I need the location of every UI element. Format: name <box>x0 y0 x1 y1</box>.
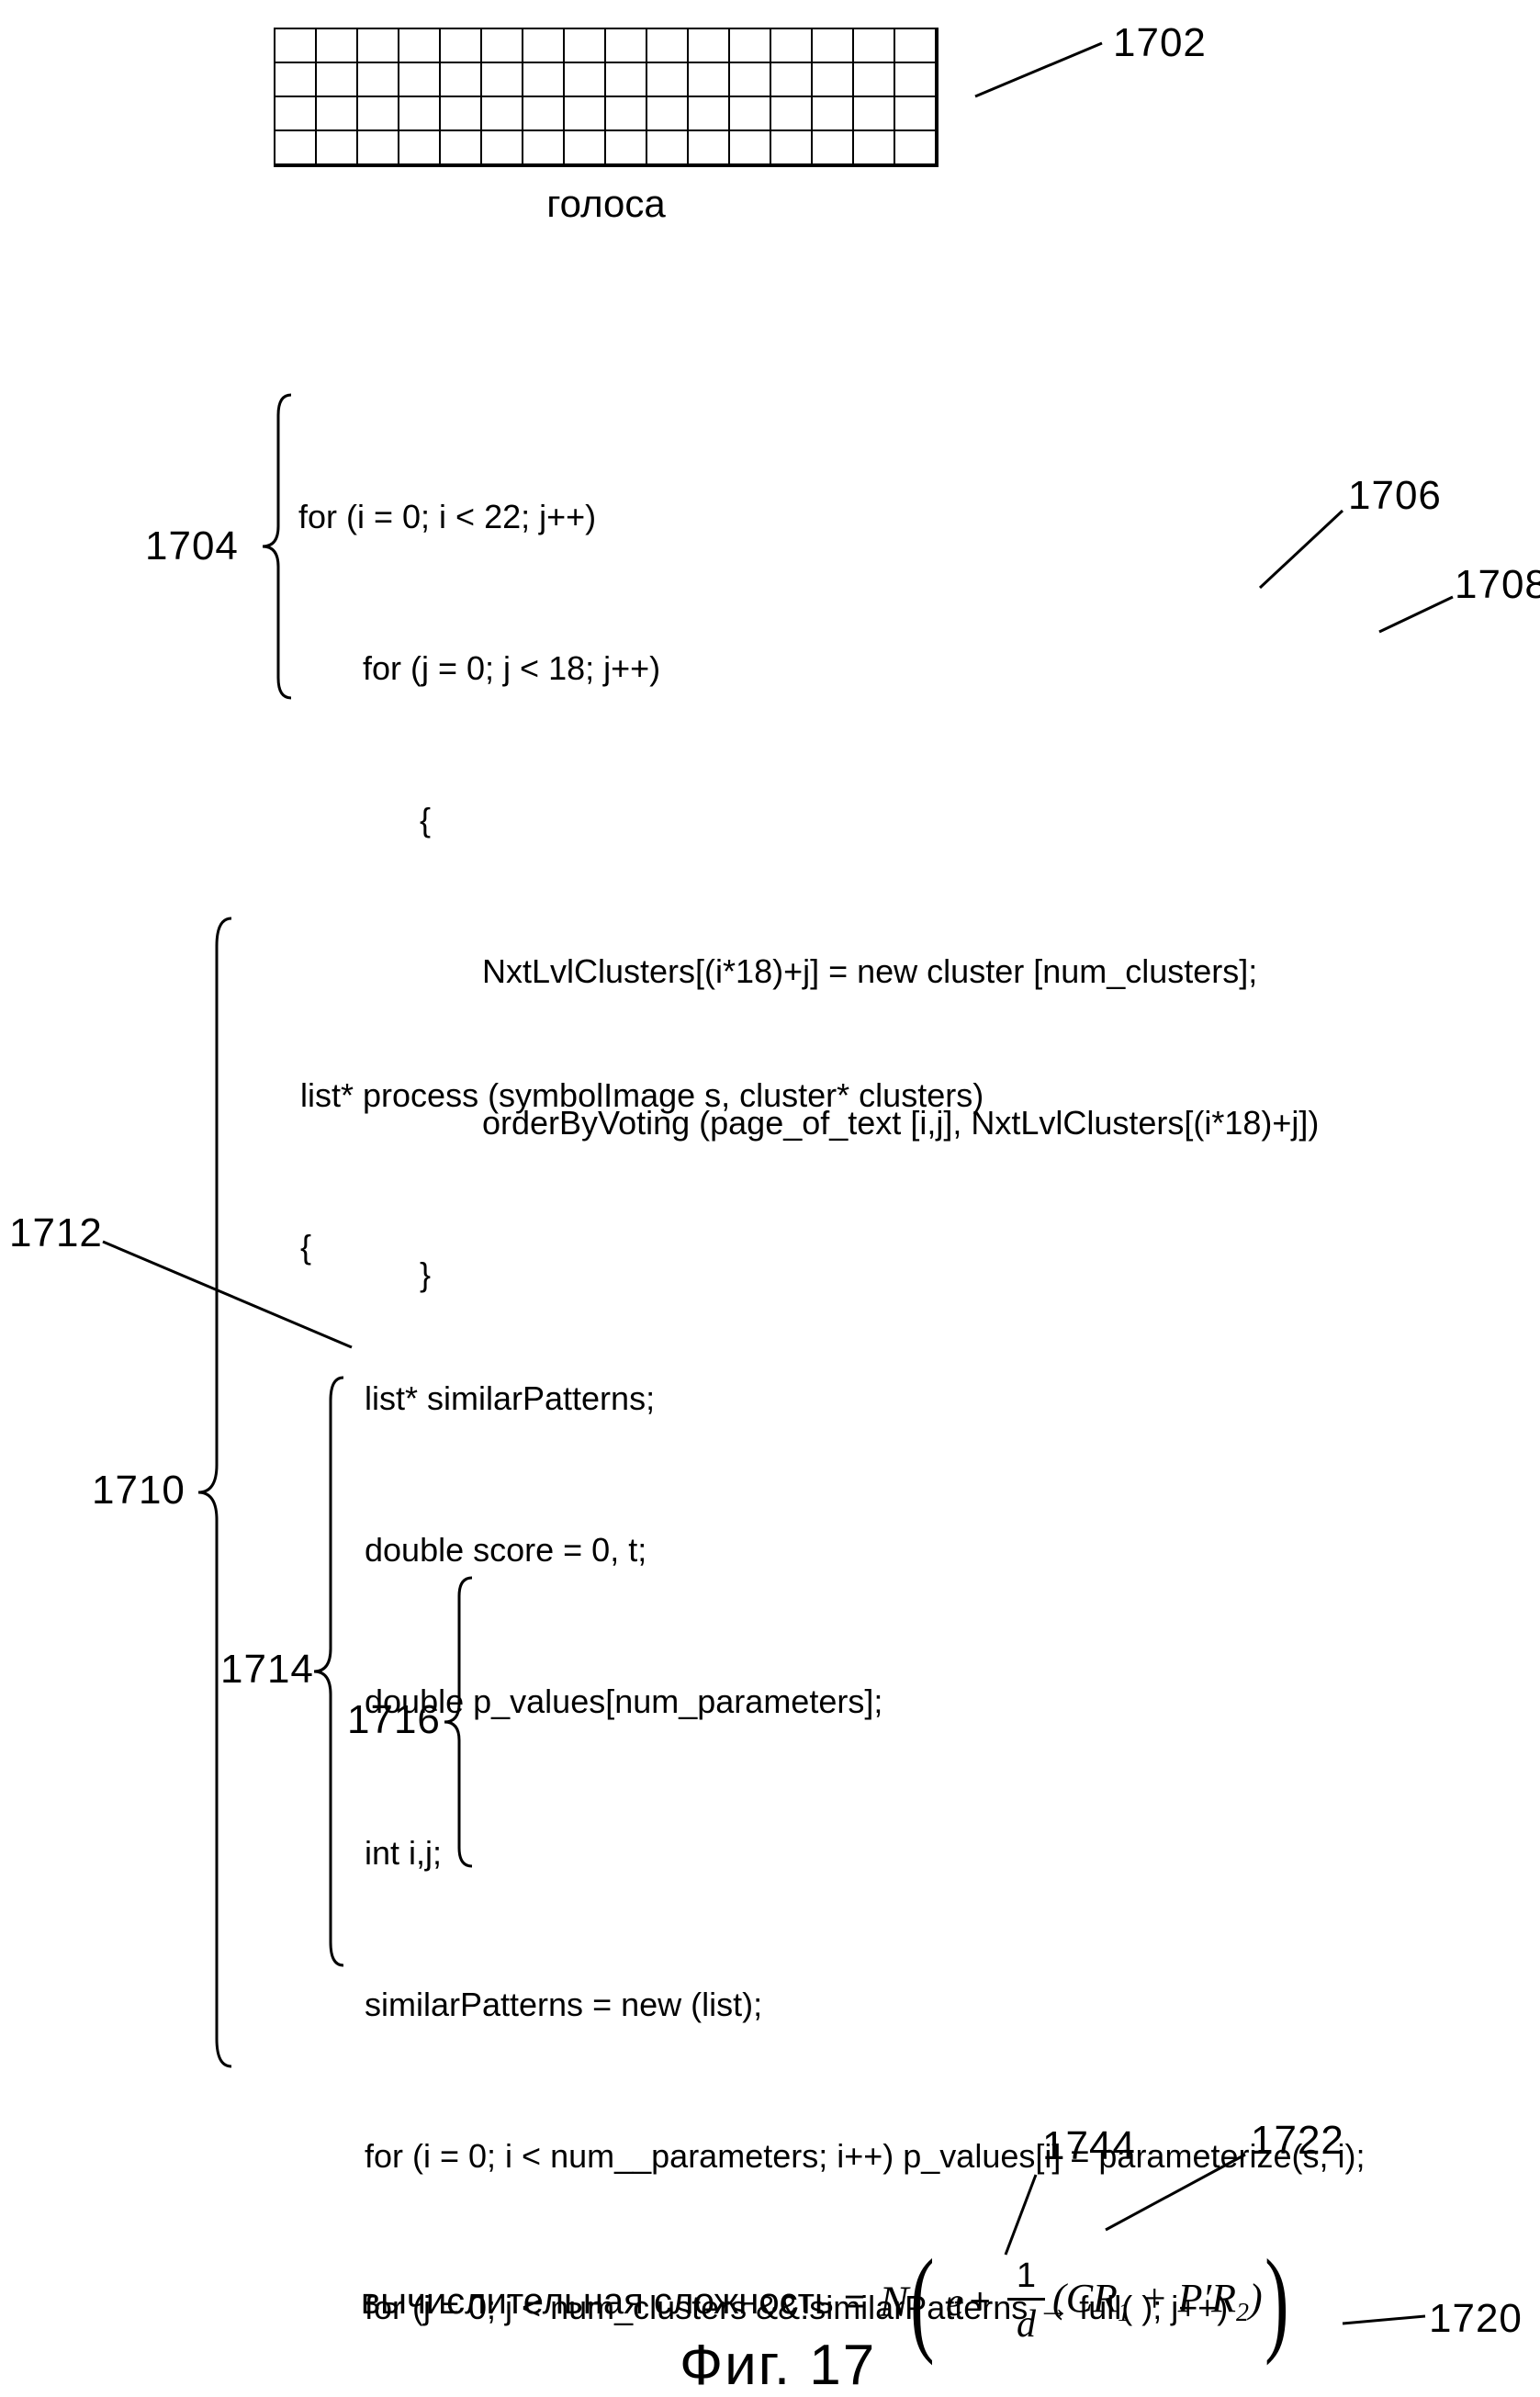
code-line: list* process (symbolImage s, cluster* c… <box>300 1076 984 1114</box>
ref-1714: 1714 <box>220 1647 314 1692</box>
formula-e-term: e <box>946 2279 964 2324</box>
ref-1706: 1706 <box>1348 473 1442 518</box>
formula-label: вычислительная сложность = <box>361 2280 876 2322</box>
votes-grid-label: голоса <box>546 182 666 225</box>
code-block-process: list* process (symbolImage s, cluster* c… <box>300 969 1365 2397</box>
inner-sub1: 1 <box>1117 2298 1130 2327</box>
code-line: for (i = 0; i < num__parameters; i++) p_… <box>365 2137 1366 2175</box>
ref-1722: 1722 <box>1251 2118 1344 2163</box>
code-line: orderByVoting (page_of_text [i,j], NxtLv… <box>482 1104 1320 1142</box>
brace-1710 <box>197 917 232 2068</box>
formula-coefficient: N <box>879 2277 909 2326</box>
ref-1708: 1708 <box>1455 562 1540 607</box>
ref-1704: 1704 <box>145 523 239 568</box>
code-line: double p_values[num_parameters]; <box>365 1682 883 1720</box>
formula-inner-expression: (CR1 + P′R2) <box>1052 2275 1263 2328</box>
leader-line-1702 <box>974 41 1103 98</box>
formula-fraction: 1 d <box>1006 2256 1046 2346</box>
inner-pr: P′R <box>1177 2276 1237 2322</box>
code-line: similarPatterns = new (list); <box>365 1986 763 2023</box>
code-line: { <box>300 1228 312 1266</box>
formula-close-paren: ) <box>1264 2235 1289 2367</box>
ref-1702: 1702 <box>1113 20 1207 65</box>
votes-grid <box>274 28 939 167</box>
complexity-formula: вычислительная сложность = N ( e + 1 d (… <box>361 2234 1290 2369</box>
ref-1716: 1716 <box>347 1697 441 1742</box>
code-line: list* similarPatterns; <box>365 1379 656 1417</box>
code-line: int i,j; <box>365 1834 443 1872</box>
code-line: for (j = 0; j < 18; j++) <box>363 649 661 687</box>
leader-line-1708 <box>1378 595 1454 634</box>
inner-close-paren: ) <box>1249 2276 1263 2322</box>
formula-open-paren: ( <box>910 2235 935 2367</box>
code-line: { <box>420 801 432 838</box>
ref-1712: 1712 <box>9 1210 103 1255</box>
inner-sub2: 2 <box>1236 2298 1250 2327</box>
ref-1710: 1710 <box>92 1468 185 1513</box>
code-line: for (j = 0; j < num_clusters &&!similarP… <box>365 2289 1229 2326</box>
inner-plus: + <box>1130 2276 1178 2322</box>
brace-1704 <box>262 393 292 700</box>
figure-caption: Фиг. 17 <box>680 2334 877 2397</box>
code-line: double score = 0, t; <box>365 1531 647 1569</box>
code-line: for (i = 0; i < 22; j++) <box>298 498 597 535</box>
code-line: NxtLvlClusters[(i*18)+j] = new cluster [… <box>482 952 1258 990</box>
formula-fraction-numerator: 1 <box>1006 2256 1046 2301</box>
inner-open-paren: ( <box>1052 2276 1066 2322</box>
inner-cr: CR <box>1065 2276 1118 2322</box>
formula-fraction-denominator: d <box>1016 2303 1036 2346</box>
code-line: } <box>420 1255 432 1293</box>
formula-plus: + <box>969 2280 991 2322</box>
ref-1720: 1720 <box>1429 2296 1523 2341</box>
code-block-voting: for (i = 0; i < 22; j++) for (j = 0; j <… <box>298 390 1319 1401</box>
